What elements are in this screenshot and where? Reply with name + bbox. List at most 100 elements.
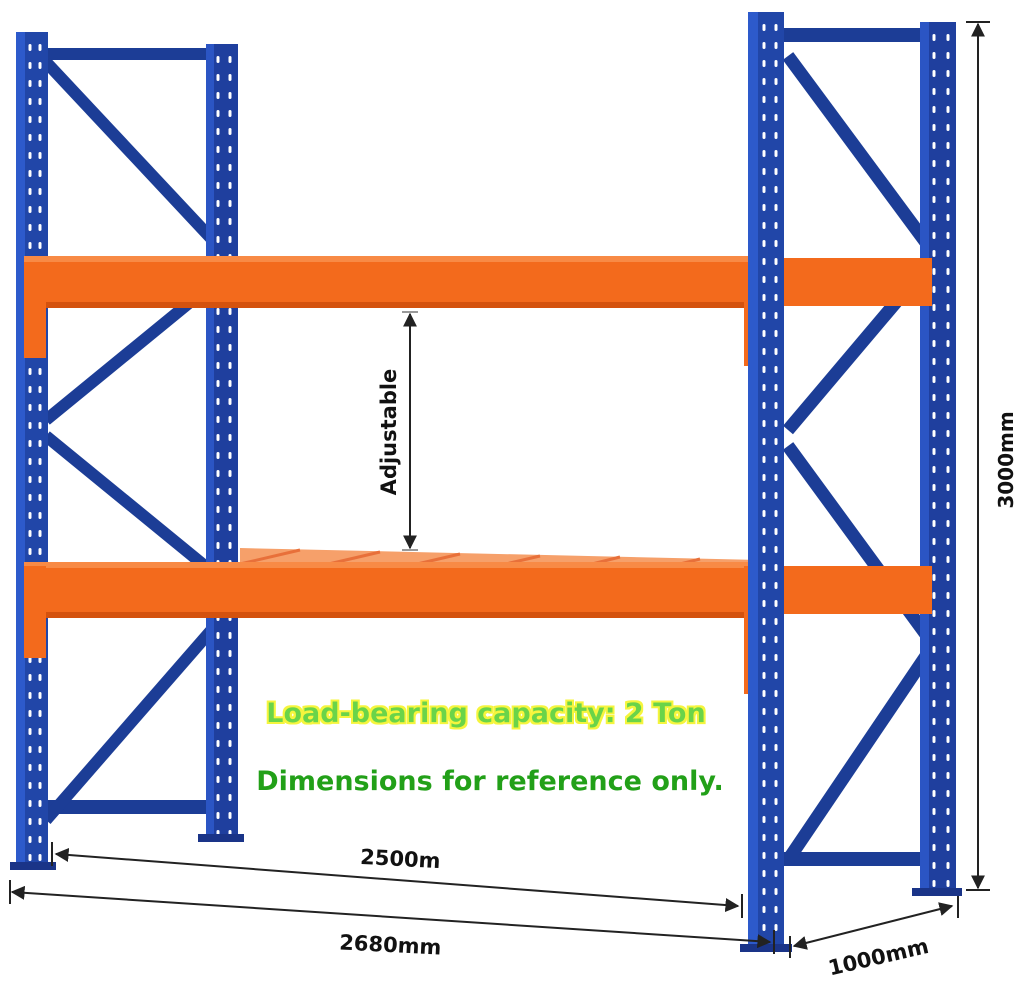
upright-hole [216,686,220,693]
upright-hole [946,160,950,167]
upright-hole [774,186,778,193]
upright-hole [932,34,936,41]
upright-hole [774,852,778,859]
upright-hole [762,888,766,895]
upright-hole [946,286,950,293]
upright-hole [38,134,42,141]
upright-hole [38,404,42,411]
upright-hole [946,124,950,131]
upright-hole [762,150,766,157]
upright-hole [774,150,778,157]
upright-hole [762,492,766,499]
upright-hole [216,452,220,459]
upright-hole [216,632,220,639]
upright-hole [932,484,936,491]
upright-hole [28,836,32,843]
upright-hole [774,42,778,49]
upright-hole [932,322,936,329]
upright-hole [216,758,220,765]
upright-hole [28,764,32,771]
upright-hole [28,386,32,393]
upright-hole [774,834,778,841]
upright-hole [38,188,42,195]
upright-hole [228,416,232,423]
upright-hole [932,88,936,95]
upright-hole [946,430,950,437]
upright-hole [932,880,936,887]
upright-hole [774,690,778,697]
upright-hole [28,530,32,537]
upright-hole [28,368,32,375]
upright-hole [946,412,950,419]
upright-hole [762,132,766,139]
upright-hole [38,674,42,681]
upright-hole [216,92,220,99]
upright-hole [216,398,220,405]
right-rear-foot [912,888,962,896]
upright-hole [216,542,220,549]
upright-hole [774,726,778,733]
right-brace [782,646,936,864]
upright-hole [28,476,32,483]
upright-hole [774,798,778,805]
upright-hole [38,368,42,375]
upright-hole [946,142,950,149]
upright-hole [216,128,220,135]
upright-hole [932,826,936,833]
upright-hole [228,776,232,783]
upright-hole [946,178,950,185]
left-frame-top-rail [40,48,220,60]
upright-hole [774,636,778,643]
upright-hole [932,754,936,761]
upright-hole [228,344,232,351]
upright-hole [762,42,766,49]
left-frame-bottom-rail [40,800,220,814]
adjustable-label: Adjustable [377,369,401,496]
upright-hole [932,70,936,77]
upright-hole [38,440,42,447]
upright-hole [774,924,778,931]
upright-hole [216,650,220,657]
upright-hole [774,870,778,877]
left-rear-foot [198,834,244,842]
upright-hole [762,384,766,391]
upright-hole [774,240,778,247]
upright-hole [38,458,42,465]
upright-hole [946,70,950,77]
upright-hole [932,358,936,365]
upright-hole [28,206,32,213]
upright-hole [932,610,936,617]
upright-hole [216,434,220,441]
upright-hole [762,204,766,211]
front-beam-lower [24,562,768,618]
upright-hole [774,546,778,553]
upright-hole [946,520,950,527]
upright-hole [946,610,950,617]
upright-hole [228,668,232,675]
upright-hole [932,250,936,257]
upright-hole [774,114,778,121]
upright-hole [932,538,936,545]
left-brace [41,57,227,255]
upright-hole [762,168,766,175]
upright-hole [228,164,232,171]
upright-hole [228,146,232,153]
upright-hole [774,438,778,445]
upright-hole [762,618,766,625]
upright-hole [38,152,42,159]
upright-hole [946,394,950,401]
upright-hole [774,618,778,625]
upright-hole [28,188,32,195]
upright-hole [774,294,778,301]
right-frame-bottom-rail [780,852,940,866]
upright-hole [38,530,42,537]
beam-connector [24,262,46,358]
upright-hole [946,466,950,473]
upright-hole [774,744,778,751]
upright-hole [762,906,766,913]
upright-hole [28,746,32,753]
upright-hole [932,736,936,743]
upright-hole [28,116,32,123]
upright-hole [228,488,232,495]
upright-hole [38,386,42,393]
